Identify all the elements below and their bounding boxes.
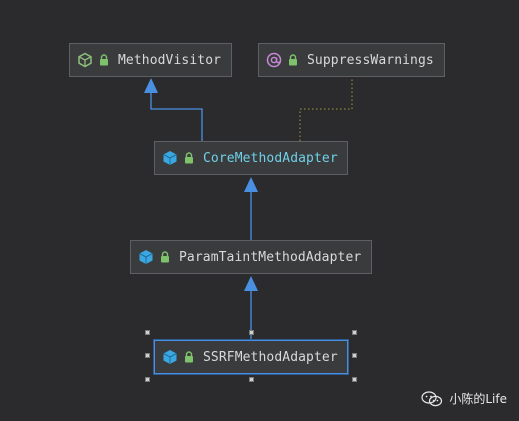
interface-icon	[76, 51, 94, 69]
node-ssrf-method-adapter[interactable]: SSRFMethodAdapter	[153, 339, 349, 375]
lock-icon	[183, 350, 195, 364]
edge-core-to-methodvisitor	[150, 92, 203, 141]
node-param-taint-method-adapter[interactable]: ParamTaintMethodAdapter	[130, 240, 372, 274]
lock-icon	[159, 250, 171, 264]
selection-handle-top-right[interactable]	[352, 330, 357, 335]
selection-handle-bottom-left[interactable]	[145, 377, 150, 382]
node-suppress-warnings[interactable]: SuppressWarnings	[258, 43, 445, 77]
selection-handle-top-center[interactable]	[249, 330, 254, 335]
edge-paramtaint-to-core-arrowhead	[244, 177, 258, 192]
node-label: ParamTaintMethodAdapter	[179, 249, 362, 265]
lock-icon	[98, 53, 110, 67]
selection-handle-middle-left[interactable]	[145, 353, 150, 358]
node-label: SuppressWarnings	[307, 52, 434, 68]
watermark: 小陈的Life	[421, 390, 507, 407]
edge-ssrf-to-paramtaint-arrowhead	[244, 276, 258, 291]
lock-icon	[183, 151, 195, 165]
annotation-icon	[265, 51, 283, 69]
watermark-text: 小陈的Life	[449, 392, 507, 406]
edge-core-to-methodvisitor-arrowhead	[144, 78, 158, 93]
class-icon	[137, 248, 155, 266]
selection-handle-top-left[interactable]	[145, 330, 150, 335]
class-icon	[161, 149, 179, 167]
selection-handle-bottom-center[interactable]	[249, 377, 254, 382]
selection-handle-middle-right[interactable]	[352, 353, 357, 358]
selection-handle-bottom-right[interactable]	[352, 377, 357, 382]
node-core-method-adapter[interactable]: CoreMethodAdapter	[154, 141, 348, 175]
edge-core-to-suppresswarnings	[299, 78, 353, 141]
node-label: CoreMethodAdapter	[203, 150, 338, 166]
wechat-icon	[421, 390, 443, 406]
node-label: SSRFMethodAdapter	[203, 349, 338, 365]
class-icon	[161, 348, 179, 366]
lock-icon	[287, 53, 299, 67]
node-label: MethodVisitor	[118, 52, 222, 68]
node-method-visitor[interactable]: MethodVisitor	[69, 43, 232, 77]
